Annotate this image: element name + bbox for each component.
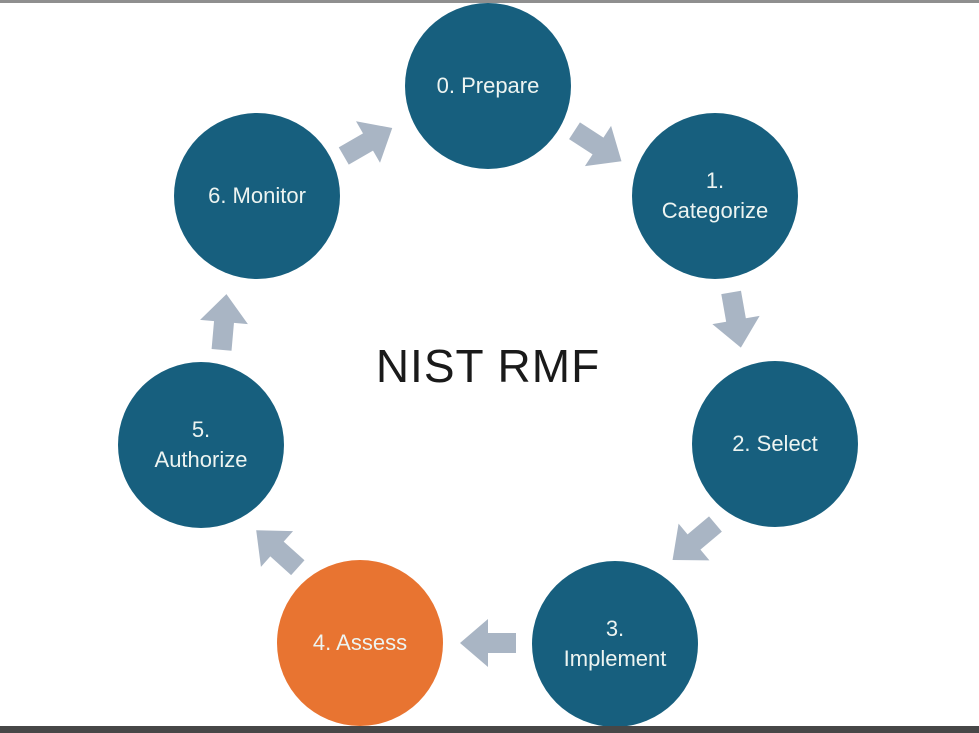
arrow-authorize-to-monitor-icon xyxy=(198,292,251,352)
node-authorize: 5. Authorize xyxy=(118,362,284,528)
node-select: 2. Select xyxy=(692,361,858,527)
arrow-implement-to-assess-icon xyxy=(460,619,516,667)
arrow-categorize-to-select-icon xyxy=(708,288,765,351)
node-implement-label-line2: Implement xyxy=(563,646,667,671)
node-prepare: 0. Prepare xyxy=(405,3,571,169)
diagram-title: NIST RMF xyxy=(375,340,601,392)
node-categorize-label-line2: Categorize xyxy=(661,198,769,223)
node-prepare-label: 0. Prepare xyxy=(436,73,540,98)
bottom-border-bar xyxy=(0,726,979,733)
node-categorize: 1. Categorize xyxy=(632,113,798,279)
top-border-line xyxy=(0,0,979,3)
arrow-select-to-implement-icon xyxy=(657,506,731,579)
node-assess-label: 4. Assess xyxy=(312,630,408,655)
node-monitor: 6. Monitor xyxy=(174,113,340,279)
node-implement: 3. Implement xyxy=(532,561,698,727)
arrow-monitor-to-prepare-icon xyxy=(332,107,404,177)
node-categorize-label: 1. xyxy=(705,168,725,193)
node-assess: 4. Assess xyxy=(277,560,443,726)
node-authorize-label: 5. xyxy=(191,417,211,442)
node-authorize-label-line2: Authorize xyxy=(154,447,248,472)
node-monitor-label: 6. Monitor xyxy=(208,183,306,208)
node-select-label: 2. Select xyxy=(732,431,818,456)
arrow-assess-to-authorize-icon xyxy=(240,512,314,585)
arrow-prepare-to-categorize-icon xyxy=(561,111,634,182)
node-implement-label: 3. xyxy=(605,616,625,641)
